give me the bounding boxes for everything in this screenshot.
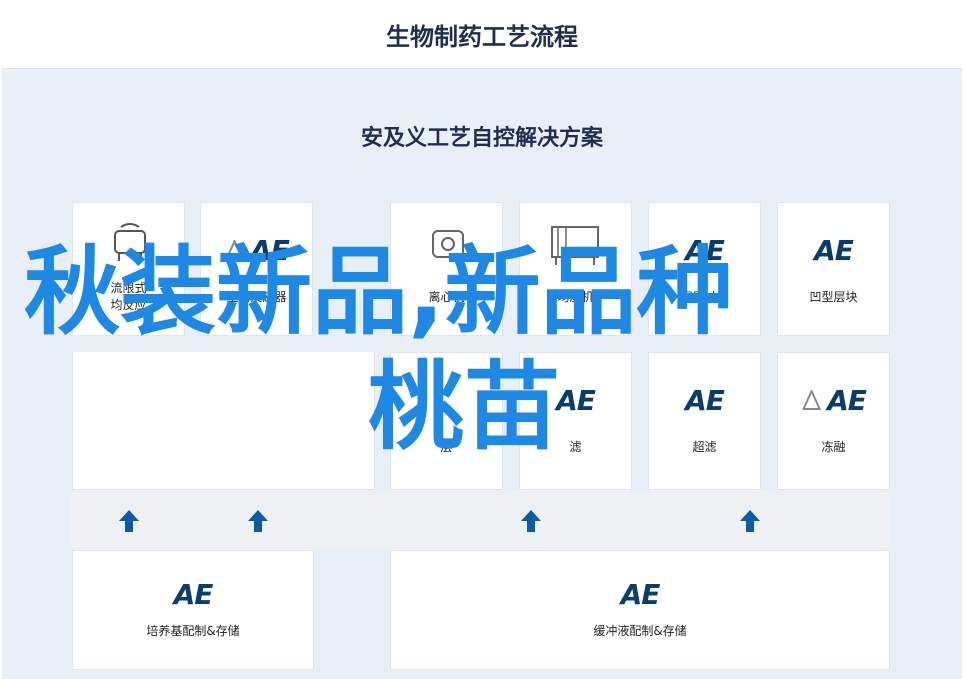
card-centrifuge: 离心机 bbox=[390, 202, 503, 336]
homogenizer-icon bbox=[551, 226, 599, 265]
ae-logo-text: AE bbox=[620, 578, 661, 611]
ae-logo-text: AE bbox=[173, 578, 214, 611]
card-buffer-prep: AE 缓冲液配制&存储 bbox=[390, 550, 890, 670]
card-label: 培养基配制&存储 bbox=[146, 624, 240, 638]
ae-logo: AE bbox=[224, 234, 290, 267]
card-label: 离心机 bbox=[428, 290, 465, 304]
card-label: 滤 bbox=[569, 440, 582, 454]
card-label: 缓冲液配制&存储 bbox=[593, 624, 687, 638]
ae-logo-text: AE bbox=[814, 234, 854, 267]
card-depth-filtration: AE 深层过滤 bbox=[648, 202, 761, 336]
reactor-icon bbox=[114, 223, 146, 261]
card-label: 超滤 bbox=[692, 440, 717, 454]
card-media-prep: AE 培养基配制&存储 bbox=[72, 550, 314, 670]
ae-logo: AE bbox=[685, 234, 725, 267]
ae-logo: AE bbox=[556, 384, 596, 417]
ae-logo: AE bbox=[620, 578, 661, 611]
ae-logo-text: AE bbox=[556, 384, 596, 417]
card-bioreactor: AE 生物反应器 bbox=[200, 202, 313, 336]
up-arrow-icon bbox=[119, 510, 139, 532]
centrifuge-icon bbox=[432, 230, 464, 258]
up-arrow-icon bbox=[521, 510, 541, 532]
card-large-blank bbox=[72, 352, 375, 490]
card-label: 流限式 均反应 bbox=[110, 281, 147, 312]
card-label: 均质机 bbox=[557, 290, 594, 304]
card-ultrafiltration: AE 超滤 bbox=[648, 352, 761, 490]
card-layer: 层 bbox=[390, 352, 503, 490]
card-label: 层 bbox=[440, 440, 453, 454]
ae-logo: AE bbox=[685, 384, 725, 417]
card-filter: AE 滤 bbox=[519, 352, 632, 490]
card-label: 深层过滤 bbox=[680, 290, 729, 304]
card-label: 凹型层块 bbox=[809, 290, 858, 304]
card-block: AE 凹型层块 bbox=[777, 202, 890, 336]
drop-icon bbox=[224, 240, 244, 260]
ae-logo-text: AE bbox=[827, 384, 867, 417]
up-arrow-icon bbox=[248, 510, 268, 532]
ae-logo-text: AE bbox=[685, 384, 725, 417]
ae-logo-text: AE bbox=[250, 234, 290, 267]
card-homogenizer: 均质机 bbox=[519, 202, 632, 336]
ae-logo: AE bbox=[173, 578, 214, 611]
overlay-line-1: 秋装新品,新品种 bbox=[24, 236, 733, 348]
ae-logo-text: AE bbox=[685, 234, 725, 267]
ae-logo: AE bbox=[801, 384, 867, 417]
page-title: 生物制药工艺流程 bbox=[386, 22, 578, 51]
card-label: 冻融 bbox=[821, 440, 846, 454]
card-freeze-thaw: AE 冻融 bbox=[777, 352, 890, 490]
card-label: 生物反应器 bbox=[226, 290, 287, 304]
drop-icon bbox=[801, 390, 821, 410]
up-arrow-icon bbox=[740, 510, 760, 532]
panel-title: 安及义工艺自控解决方案 bbox=[360, 126, 603, 151]
card-flow-reactor: 流限式 均反应 bbox=[72, 202, 185, 336]
ae-logo: AE bbox=[814, 234, 854, 267]
arrow-strip bbox=[70, 490, 890, 550]
overlay-line-2: 桃苗 bbox=[368, 351, 560, 463]
